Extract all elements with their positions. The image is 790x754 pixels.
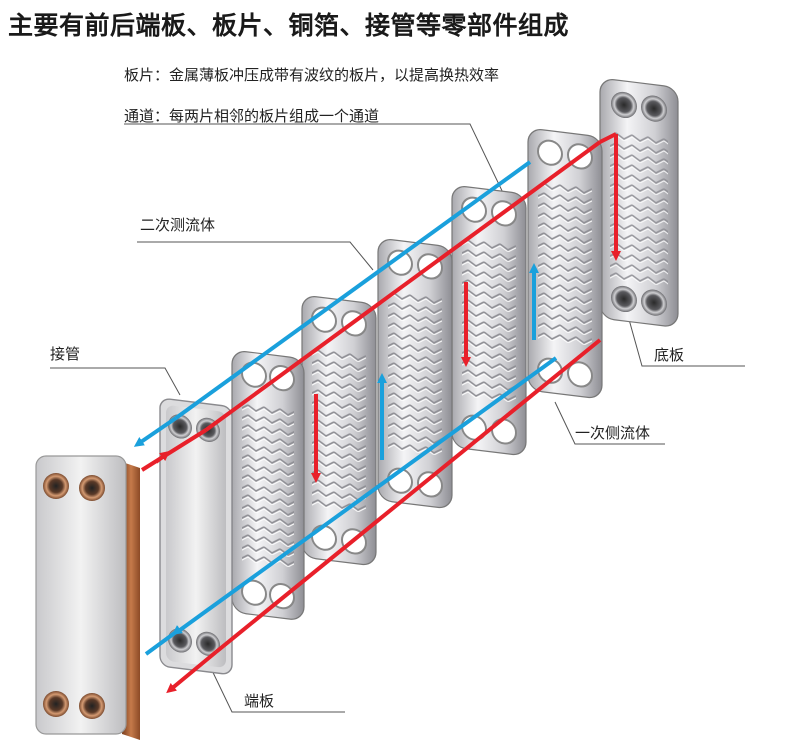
plate-4	[451, 186, 527, 456]
end-plate	[159, 398, 233, 675]
channel-description: 通道：每两片相邻的板片组成一个通道	[124, 107, 380, 125]
arrow-icon	[133, 416, 178, 447]
primary-flow-lines	[140, 132, 621, 694]
plate-1	[231, 351, 305, 620]
bottom-plate	[599, 79, 679, 327]
secondary-flow-lines	[133, 160, 558, 656]
port-icon	[611, 91, 637, 119]
port-icon	[641, 95, 667, 122]
plate-3	[377, 239, 453, 509]
port-icon	[196, 631, 220, 656]
leader-lines	[50, 123, 745, 713]
label-connector: 接管	[50, 345, 81, 363]
port-icon	[43, 473, 69, 499]
port-icon	[79, 475, 105, 501]
label-secondary-fluid: 二次测流体	[140, 216, 216, 234]
arrow-icon	[166, 650, 218, 694]
arrow-icon	[144, 625, 183, 656]
port-icon	[79, 693, 105, 719]
label-primary-fluid: 一次侧流体	[575, 424, 651, 442]
label-bottom-plate: 底板	[654, 346, 685, 364]
plate-description: 板片：金属薄板冲压成带有波纹的板片，以提高换热效率	[124, 66, 500, 84]
arrow-icon	[154, 450, 170, 464]
port-icon	[43, 691, 69, 717]
page-title: 主要有前后端板、板片、铜箔、接管等零部件组成	[8, 11, 570, 40]
label-end-plate: 端板	[244, 692, 275, 710]
plate-2	[301, 296, 377, 566]
port-icon	[611, 285, 637, 313]
assembled-heat-exchanger	[35, 455, 140, 740]
port-icon	[641, 289, 667, 316]
